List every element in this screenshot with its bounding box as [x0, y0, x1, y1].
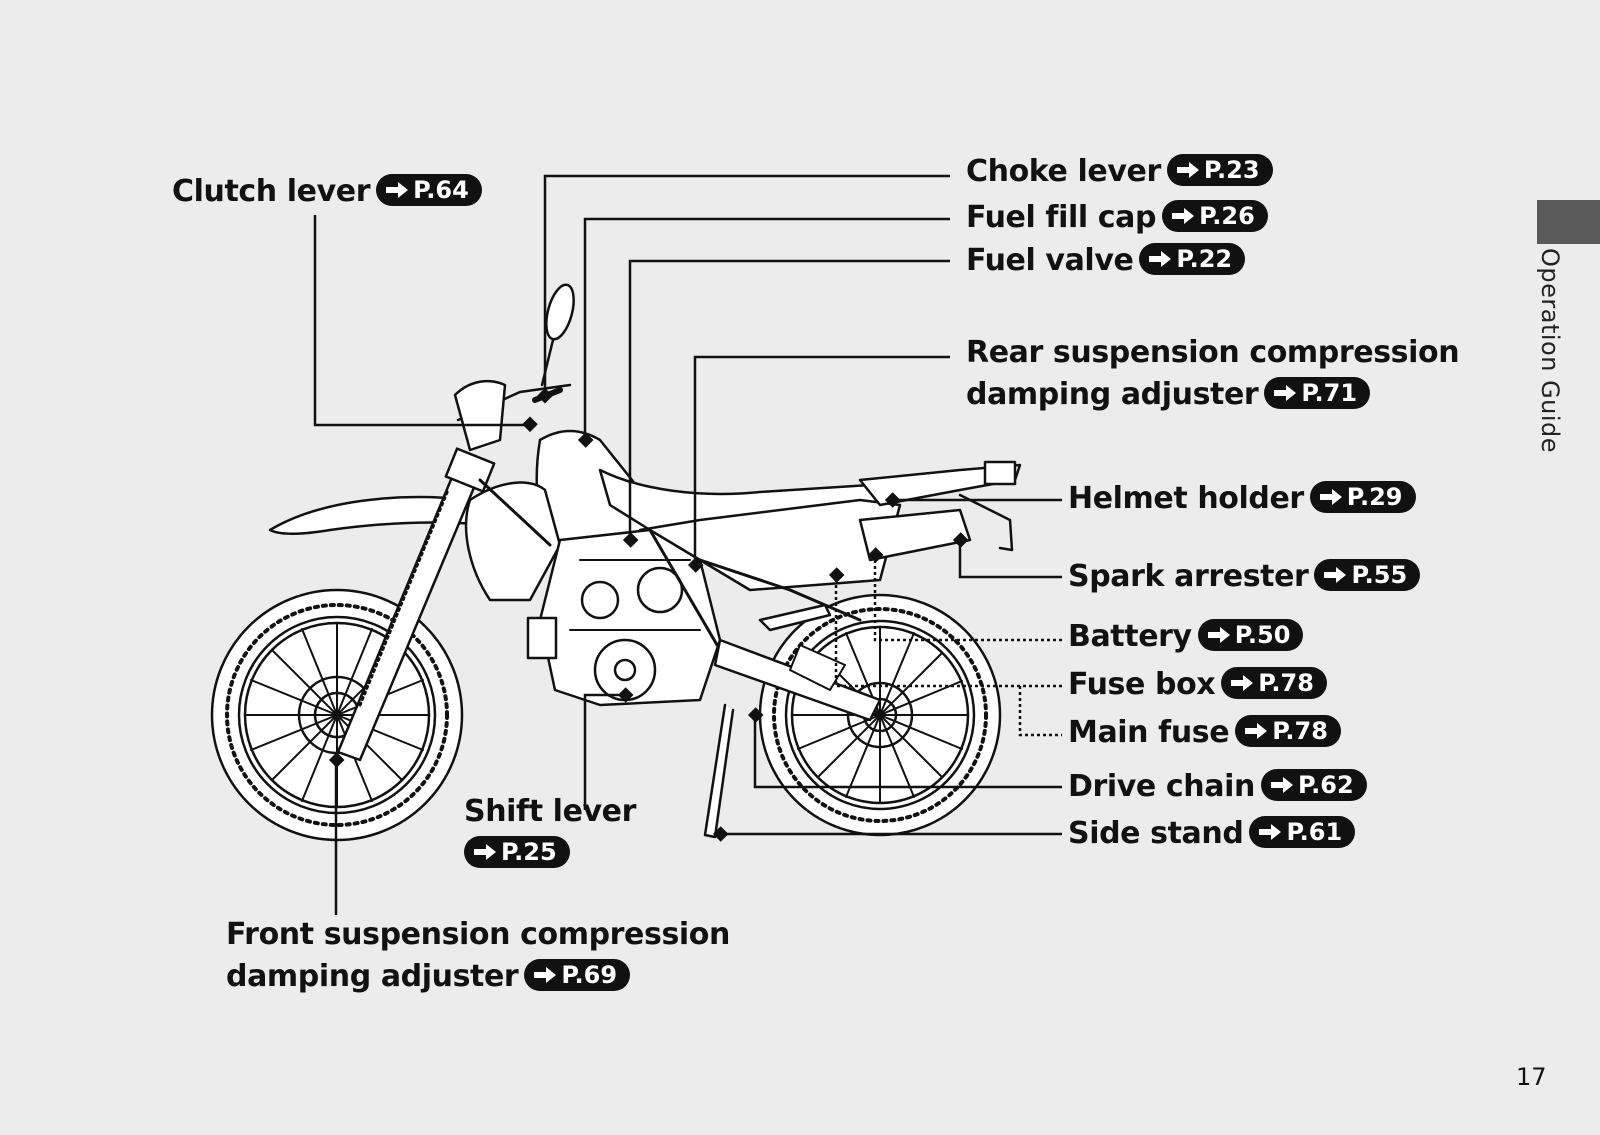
page-ref-link[interactable]: P.69 — [524, 958, 631, 991]
leader-points — [328, 387, 969, 842]
leader-lines — [313, 174, 1062, 915]
page-ref-text: P.78 — [1258, 668, 1314, 697]
callout-fuel-fill-cap: Fuel fill cap P.26 — [966, 197, 1268, 239]
page-ref-text: P.55 — [1351, 560, 1408, 589]
right-arrow-icon — [1318, 487, 1344, 507]
callout-shift-lever: Shift lever P.25 — [464, 791, 636, 875]
callout-label: Shift lever — [464, 794, 637, 829]
page-ref-text: P.23 — [1203, 155, 1260, 184]
page-ref-text: P.29 — [1346, 482, 1403, 511]
page-ref-link[interactable]: P.78 — [1235, 714, 1341, 747]
page-ref-link[interactable]: P.62 — [1260, 768, 1367, 801]
right-arrow-icon — [1229, 673, 1255, 693]
callout-spark-arrester: Spark arrester P.55 — [1068, 556, 1421, 598]
callout-battery: Battery P.50 — [1068, 616, 1304, 658]
callout-label: Battery — [1068, 619, 1192, 654]
right-arrow-icon — [472, 842, 498, 862]
callout-label-line2: damping adjuster — [966, 377, 1259, 412]
page-ref-text: P.62 — [1297, 770, 1354, 799]
page-ref-text: P.64 — [413, 175, 469, 204]
page-number: 17 — [1516, 1063, 1547, 1091]
page-ref-link[interactable]: P.64 — [376, 173, 482, 206]
callout-side-stand: Side stand P.61 — [1068, 813, 1356, 855]
motorcycle-illustration — [210, 283, 1022, 842]
right-arrow-icon — [532, 965, 558, 985]
callout-choke-lever: Choke lever P.23 — [966, 151, 1273, 193]
page-ref-link[interactable]: P.26 — [1162, 199, 1268, 232]
right-arrow-icon — [1322, 565, 1348, 585]
page-ref-link[interactable]: P.50 — [1197, 618, 1304, 651]
page-ref-text: P.22 — [1176, 244, 1233, 273]
page-ref-link[interactable]: P.29 — [1309, 480, 1416, 513]
right-arrow-icon — [1206, 625, 1232, 645]
callout-label: Clutch lever — [172, 174, 371, 209]
right-arrow-icon — [384, 180, 410, 200]
callout-label-line1: Front suspension compression — [226, 917, 730, 952]
page-ref-link[interactable]: P.55 — [1314, 558, 1421, 591]
page-ref-text: P.25 — [501, 837, 557, 866]
callout-helmet-holder: Helmet holder P.29 — [1068, 478, 1416, 520]
callout-label: Fuse box — [1068, 667, 1216, 702]
section-tab[interactable] — [1537, 200, 1600, 244]
section-title: Operation Guide — [1536, 248, 1564, 454]
callout-fuse-box: Fuse box P.78 — [1068, 664, 1327, 706]
page-ref-text: P.69 — [561, 960, 618, 989]
callout-label: Side stand — [1068, 816, 1244, 851]
callout-rear-suspension: Rear suspension compression damping adju… — [966, 332, 1460, 416]
dotted-leader-lines — [834, 555, 1062, 737]
page-ref-text: P.78 — [1272, 716, 1328, 745]
callout-drive-chain: Drive chain P.62 — [1068, 766, 1367, 808]
right-arrow-icon — [1269, 775, 1295, 795]
callout-label: Spark arrester — [1068, 559, 1309, 594]
callout-label-line2: damping adjuster — [226, 959, 519, 994]
page-ref-link[interactable]: P.23 — [1166, 153, 1273, 186]
right-arrow-icon — [1147, 249, 1173, 269]
page-ref-text: P.26 — [1199, 201, 1255, 230]
callout-label-line1: Rear suspension compression — [966, 335, 1460, 370]
right-arrow-icon — [1170, 206, 1196, 226]
right-arrow-icon — [1175, 160, 1201, 180]
callout-label: Helmet holder — [1068, 481, 1304, 516]
page-ref-link[interactable]: P.22 — [1139, 242, 1246, 275]
page-ref-text: P.61 — [1286, 817, 1343, 846]
callout-label: Main fuse — [1068, 715, 1230, 750]
callout-main-fuse: Main fuse P.78 — [1068, 712, 1341, 754]
right-arrow-icon — [1272, 383, 1298, 403]
callout-label: Fuel fill cap — [966, 200, 1157, 235]
page-ref-link[interactable]: P.78 — [1221, 666, 1327, 699]
rear-wheel — [758, 593, 1002, 837]
page-ref-link[interactable]: P.61 — [1249, 815, 1356, 848]
page-ref-text: P.50 — [1234, 620, 1291, 649]
callout-label: Fuel valve — [966, 243, 1134, 278]
callout-front-suspension: Front suspension compression damping adj… — [226, 914, 730, 998]
callout-label: Drive chain — [1068, 769, 1255, 804]
right-arrow-icon — [1257, 822, 1283, 842]
page-ref-link[interactable]: P.71 — [1264, 376, 1371, 409]
callout-fuel-valve: Fuel valve P.22 — [966, 240, 1246, 282]
callout-clutch-lever: Clutch lever P.64 — [172, 171, 482, 213]
page-ref-link[interactable]: P.25 — [464, 835, 570, 868]
right-arrow-icon — [1243, 721, 1269, 741]
page-ref-text: P.71 — [1301, 378, 1358, 407]
callout-label: Choke lever — [966, 154, 1161, 189]
